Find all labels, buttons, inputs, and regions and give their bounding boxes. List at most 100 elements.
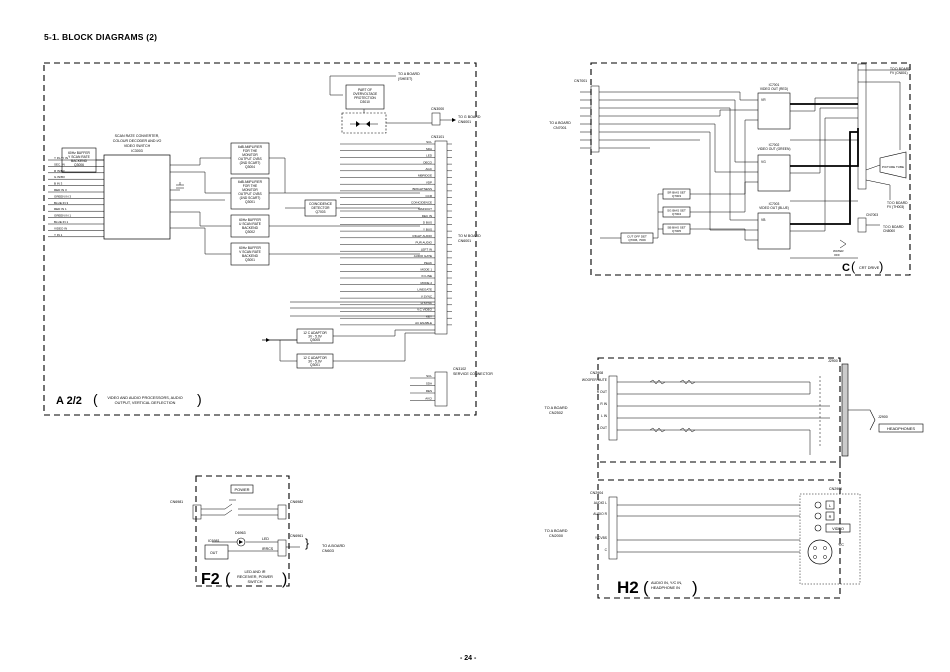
input-pin-label: AUDIO R [593,512,607,516]
bus-signal-label: COINCIDENCE [411,201,432,205]
svg-text:OUTPUT, VERTICAL DEFLECTION: OUTPUT, VERTICAL DEFLECTION [115,401,176,405]
bus-signal-label: RIGHT AUDIO [413,234,433,238]
cn3102-label: CN3102 SERVICE CONNECTOR [453,367,493,376]
bus-signal-label: KEY [426,314,432,318]
i2c-adaptor-q3005-label: 12 C ADAPTOR 3V - 5.0V Q3005 [303,331,327,342]
jack-r-icon [814,512,822,520]
svg-text:TO A BOARD: TO A BOARD [545,529,568,533]
svg-text:SCAN RATE CONVERTER,: SCAN RATE CONVERTER, [115,134,160,138]
cn7001-connector [590,85,600,153]
overvoltage-protection-label: PART OF OVERVOLTAGE PROTECTION D3010 [353,88,378,104]
svg-text:TO D BOARD: TO D BOARD [883,225,904,229]
page-number: - 24 - [460,655,477,662]
service-signal-label: RES [426,389,432,393]
svg-text:MONITOR: MONITOR [242,153,258,157]
svg-text:Q3001: Q3001 [245,200,255,204]
ic3003-block [103,154,171,240]
svg-text:3V - 5.0V: 3V - 5.0V [308,335,323,339]
svg-text:VIDEO OUT (RED): VIDEO OUT (RED) [760,87,788,91]
ic7003-label: IC7003 VIDEO OUT (BLUE) [759,202,789,210]
svg-text:IC7003: IC7003 [769,202,780,206]
picture-tube-label: PICTURE TUBE [882,165,904,169]
svg-text:DETECTOR: DETECTOR [311,206,330,210]
svg-text:R: R [829,515,832,519]
headphones-box [878,423,924,433]
bus-signal-label: H SYNC [421,301,433,305]
bus-signal-label: MAINOUT [418,207,432,211]
svg-text:BACKEND: BACKEND [242,226,259,230]
cn3000-connector [431,112,441,126]
board-c: CN7001 TO A BOARD CN7001 IC7001 VIDEO OU… [549,62,911,276]
to-a-board-h2-label: TO A BOARD CN2502 [545,406,568,415]
cn7003-connector [857,217,867,233]
to-a-board-f2-label: TO A BOARD CN603 [322,544,345,553]
to-d-board-label-2: TO D BOARD FV (TH003) [887,201,908,209]
cn6982-connector [277,504,287,520]
svg-text:BACKEND: BACKEND [71,159,88,163]
jack-video-icon [814,524,822,532]
buffer-q3001-label: 60Hz BUFFER V SCAN RATE BACKEND Q3001 [239,246,262,262]
svg-text:FV (CN801): FV (CN801) [890,71,908,75]
svg-text:U SCAN RATE: U SCAN RATE [239,222,262,226]
left-signal-label: B IN 3 [54,182,63,186]
bus-signal-label: Y BUS [423,227,432,231]
svg-text:Q7003: Q7003 [316,210,326,214]
svg-text:VIDEO OUT (BLUE): VIDEO OUT (BLUE) [759,206,789,210]
j2900-jack-body [841,363,849,457]
headphone-wires [617,376,830,455]
bus-signal-label: MODE 1 [420,268,432,272]
svg-text:Q3001: Q3001 [310,363,320,367]
svg-text:(: ( [225,571,231,588]
svg-text:COINCIDENCE: COINCIDENCE [309,202,333,206]
svg-text:6dB AMPLIFIER: 6dB AMPLIFIER [238,145,263,149]
left-signal-label: BLUE IN 1 [54,220,69,224]
to-a-board-c-label: TO A BOARD CN7001 [549,121,571,130]
power-label-box [230,484,254,494]
bus-signal-label: PUR AUDIO [415,241,432,245]
svg-text:OUTPUT CVBS: OUTPUT CVBS [238,157,262,161]
board-a-letter: A 2/2 [56,395,82,407]
svg-text:CN2000: CN2000 [549,534,563,538]
svg-text:TO A BOARD: TO A BOARD [398,72,420,76]
to-a-board-h2-input-label: TO A BOARD CN2000 [545,529,568,538]
i2c-adaptor-q3001-label: 12 C ADAPTOR 3V - 5.0V Q3001 [303,356,327,367]
svg-text:CN603: CN603 [322,549,334,553]
svg-text:Q3004: Q3004 [245,165,255,169]
svg-text:TO D BOARD: TO D BOARD [887,201,908,205]
input-pin-label: C [605,548,608,552]
bus-signal-label: AGC [425,167,432,171]
amplifier-q3004-label: 6dB AMPLIFIER FOR THE MONITOR OUTPUT CVB… [238,145,263,169]
cn6982-label: CN6982 [290,500,303,504]
cn3101-label: CN3101 [431,135,444,139]
bus-signal-label: V.C VIDEO [417,308,433,312]
svg-text:OFF: OFF [834,253,840,257]
svg-text:FV (TH003): FV (TH003) [887,205,904,209]
j2900-label-b: J2900 [878,415,888,419]
svg-text:BACKEND: BACKEND [242,254,259,258]
svg-text:Q3002: Q3002 [245,230,255,234]
cn3102-connector [434,371,448,407]
board-f2-letter: F2 [201,571,220,588]
svg-text:Q3001: Q3001 [245,258,255,262]
board-c-wires [599,69,910,259]
svg-text:IC7002: IC7002 [769,143,780,147]
cn7003-label: CN7003 [866,213,878,217]
left-signal-label: Y IN / Y IN [54,156,68,160]
svg-text:TO D BOARD: TO D BOARD [890,67,911,71]
bus-signal-label: LEFT IN [421,247,432,251]
cn6981-label: CN6981 [170,500,183,504]
buffer-q3002-label: 60Hz BUFFER U SCAN RATE BACKEND Q3002 [239,218,262,234]
bus-signal-label: V SYNC [421,294,433,298]
input-pin-label: AUDIO L [594,501,607,505]
headphone-pin-label: L OUT [597,426,607,430]
bus-signal-label: IN LINE [421,274,432,278]
overvoltage-protection [345,84,385,110]
svg-text:AUDIO IN, Y/C IN,: AUDIO IN, Y/C IN, [651,581,682,585]
cn6961-label: CN6961 [290,534,303,538]
board-a-caption: VIDEO AND AUDIO PROCESSORS, AUDIO OUTPUT… [107,396,182,405]
svg-text:60Hz BUFFER: 60Hz BUFFER [239,246,261,250]
